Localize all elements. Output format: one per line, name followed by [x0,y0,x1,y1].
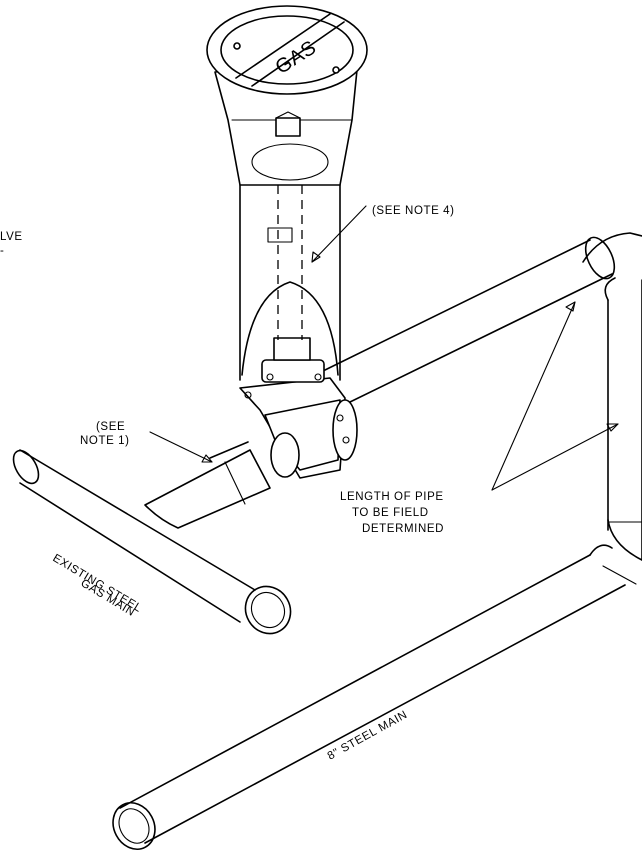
leader-lines [149,205,619,491]
see-note-4-label: (SEE NOTE 4) [372,205,455,217]
steel-main-label: 8" STEEL MAIN [326,709,410,763]
gate-valve [239,337,358,479]
existing-gas-main-pipe [12,449,292,635]
length-of-pipe-line2: TO BE FIELD [352,507,429,519]
see-note-1-line2: NOTE 1) [80,435,130,447]
steel-main-pipe [112,554,626,850]
valve-box-label-fragment-2: - [0,245,4,257]
tap-pipe [144,441,271,529]
valve-box-label-fragment-1: LVE [0,231,23,243]
length-of-pipe-line1: LENGTH OF PIPE [340,491,444,503]
right-riser-pipe [582,232,642,585]
upper-branch-pipe [324,236,616,403]
valve-box-lid [206,5,368,95]
valve-box [214,59,359,381]
see-note-1-line1: (SEE [96,421,125,433]
length-of-pipe-line3: DETERMINED [362,523,444,535]
